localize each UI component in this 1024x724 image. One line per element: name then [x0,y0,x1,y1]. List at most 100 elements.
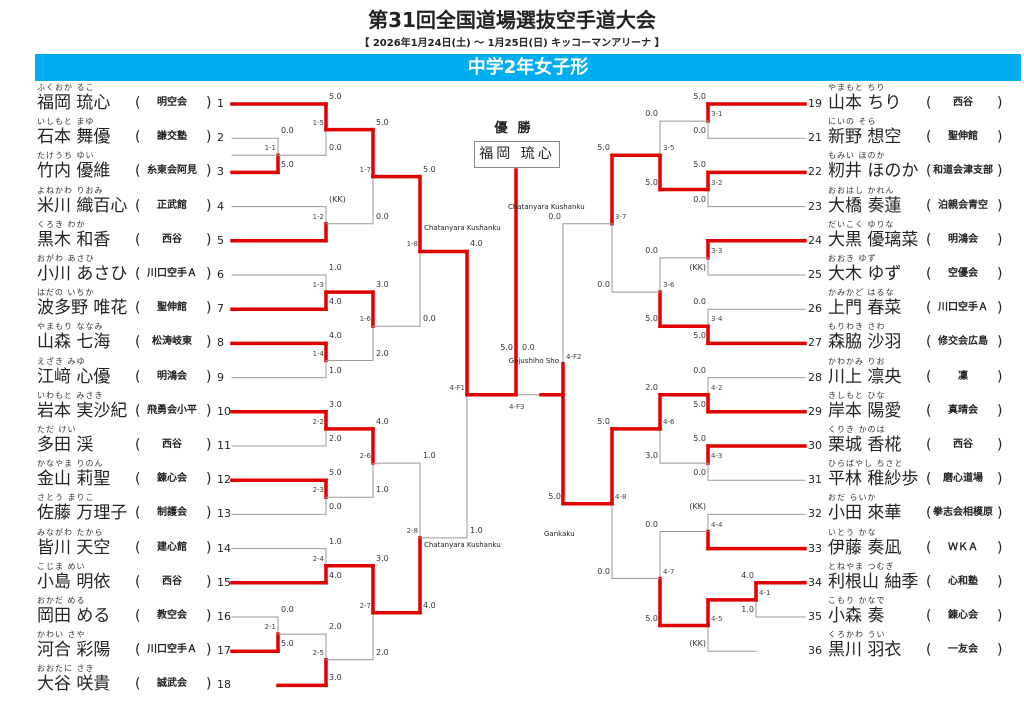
entry-name: 江﨑 心優 [37,366,111,387]
entry-furigana: いわもと みさき [37,390,104,400]
match-number: 4-1 [759,588,771,597]
open-paren: ( [926,163,932,180]
open-paren: ( [135,197,141,214]
match-number: 2-7 [359,601,371,610]
entry-name: 小島 明依 [37,571,111,592]
entry-name: 大黒 優璃菜 [828,229,919,250]
score-top: 3.0 [376,280,389,290]
match-number: 2-3 [312,486,324,495]
open-paren: ( [926,95,932,111]
open-paren: ( [135,95,141,111]
score-top: 0.0 [645,519,658,529]
score-top: 4.0 [376,416,389,426]
final-score-right: 0.0 [522,343,535,352]
entry-dojo: 心和塾 [948,575,978,587]
entry-name: 皆川 天空 [37,537,111,558]
open-paren: ( [926,231,932,248]
score-top: 0.0 [281,126,294,136]
close-paren: ) [206,505,212,522]
entry-furigana: おかだ める [37,596,86,605]
close-paren: ) [206,471,212,488]
entry-number: 29 [808,404,822,418]
entry-dojo: 明鴻会 [157,370,187,382]
competitor-entry: はだの いちか波多野 唯花(聖伸館)7 [37,288,252,320]
match-number: 1-7 [359,165,371,174]
entry-number: 26 [808,302,822,316]
entry-name: 佐藤 万理子 [37,503,128,524]
close-paren: ) [206,300,212,317]
open-paren: ( [135,608,141,624]
entry-furigana: えざき みゆ [37,356,86,366]
close-paren: ) [206,368,212,385]
close-paren: ) [206,608,212,624]
open-paren: ( [926,539,932,556]
entry-name: 大橋 奏蓮 [828,195,902,216]
match-number: 1-1 [264,144,276,153]
match-number: 3-3 [711,246,723,255]
score-bottom: 5.0 [281,160,294,170]
close-paren: ) [997,129,1003,146]
entry-name: 岸本 陽愛 [828,400,902,421]
competitor-entry: かわい さや河合 彩陽(川口空手Ａ)17 [37,630,252,662]
kata-label: Gankaku [544,530,575,538]
close-paren: ) [206,642,212,659]
competitor-entry: やまもり ななみ山森 七海(松涛岐東)8 [37,322,252,354]
score-top: (KK) [689,502,706,512]
score-bottom: 5.0 [693,331,706,341]
match-number: 4-5 [711,614,723,623]
match-number: 2-2 [312,417,324,426]
entry-furigana: もりわき さわ [828,322,886,332]
match-number: 3-6 [663,281,675,290]
entry-furigana: こもり かなで [828,596,886,605]
entry-number: 17 [217,644,231,658]
score-bottom: 5.0 [693,399,706,409]
entry-name: 平林 稚紗歩 [828,469,919,490]
entry-name: 小田 來華 [828,503,902,524]
competitor-entry: おかだ める岡田 める(教空会)16 [37,596,252,628]
match-number: 4-6 [663,417,675,426]
open-paren: ( [926,129,932,146]
score-bottom: (KK) [689,263,706,272]
open-paren: ( [926,197,932,214]
competitor-entry: かなやま りのん金山 莉聖(錬心会)12 [37,459,252,491]
close-paren: ) [997,368,1003,385]
entry-name: 福岡 琉心 [37,93,111,113]
match-number: 2-8 [406,526,418,535]
score-top: 1.0 [329,263,342,272]
entry-furigana: さとう まりこ [37,493,95,503]
entry-number: 6 [217,268,224,281]
entry-dojo: 泊親会青空 [938,199,988,211]
competitor-entry: よねかわ りおみ米川 織百心(正武館)4 [37,186,252,218]
entry-number: 13 [217,507,231,521]
score-top: 5.0 [693,92,706,101]
score-top: 4.0 [741,570,754,580]
close-paren: ) [206,197,212,214]
entry-dojo: 飛勇会小平 [147,404,197,416]
score-top: 4.0 [329,331,342,341]
entry-number: 15 [217,575,231,589]
close-paren: ) [206,676,212,693]
entry-number: 22 [808,165,822,179]
score-top: 0.0 [645,245,658,255]
entry-number: 25 [808,268,822,281]
entry-dojo: 凜 [958,370,968,382]
match-number: 3-7 [615,212,627,221]
entry-name: 米川 織百心 [37,195,128,216]
open-paren: ( [135,129,141,146]
entry-number: 7 [217,302,224,316]
match-number: 1-3 [312,281,324,290]
close-paren: ) [997,402,1003,419]
open-paren: ( [135,505,141,522]
match-number: 2-1 [264,623,276,632]
entry-dojo: 糸東会阿見 [147,165,197,177]
entry-dojo: 一友会 [948,644,978,656]
